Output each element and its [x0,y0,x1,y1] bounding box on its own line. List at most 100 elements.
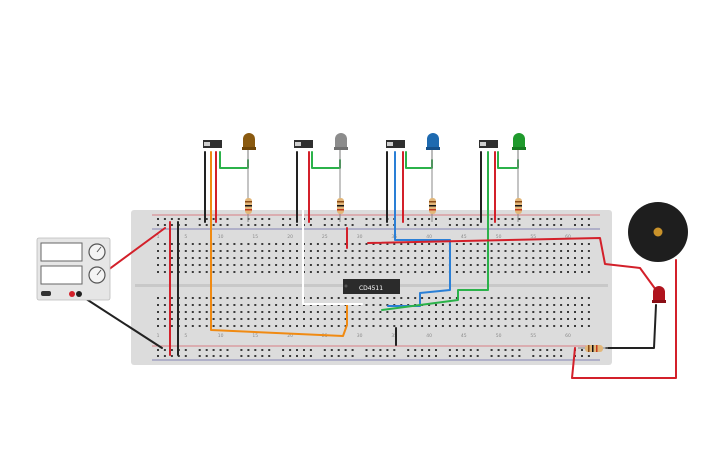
breadboard-hole[interactable] [462,311,465,313]
breadboard-hole[interactable] [574,304,576,306]
breadboard-hole[interactable] [518,218,521,220]
breadboard-hole[interactable] [170,243,173,245]
breadboard-hole[interactable] [337,271,340,273]
breadboard-hole[interactable] [414,250,417,252]
breadboard-hole[interactable] [323,311,326,313]
breadboard-hole[interactable] [421,349,424,351]
breadboard-hole[interactable] [365,257,368,259]
leds[interactable] [242,133,666,303]
breadboard-hole[interactable] [219,243,222,245]
breadboard-hole[interactable] [170,325,173,327]
breadboard-hole[interactable] [163,243,166,245]
breadboard-hole[interactable] [309,243,312,245]
breadboard-hole[interactable] [337,243,340,245]
breadboard-hole[interactable] [546,311,549,313]
breadboard-hole[interactable] [170,304,173,306]
breadboard-hole[interactable] [587,318,590,320]
breadboard-hole[interactable] [497,224,500,226]
breadboard-hole[interactable] [441,264,444,266]
breadboard-hole[interactable] [587,311,590,313]
breadboard-hole[interactable] [372,349,375,351]
breadboard-hole[interactable] [254,311,257,313]
breadboard-hole[interactable] [386,250,389,252]
breadboard-hole[interactable] [163,271,166,273]
breadboard-hole[interactable] [462,355,465,357]
breadboard-hole[interactable] [212,250,215,252]
breadboard-hole[interactable] [539,264,542,266]
breadboard-hole[interactable] [393,250,396,252]
breadboard-hole[interactable] [393,325,396,327]
breadboard-hole[interactable] [546,355,549,357]
breadboard-hole[interactable] [240,325,243,327]
breadboard-hole[interactable] [219,304,222,306]
breadboard-hole[interactable] [469,355,472,357]
breadboard-hole[interactable] [344,318,347,320]
breadboard-hole[interactable] [504,257,507,259]
breadboard-hole[interactable] [240,271,243,273]
breadboard-hole[interactable] [386,311,389,313]
breadboard-hole[interactable] [337,257,340,259]
breadboard-hole[interactable] [289,264,292,266]
breadboard-hole[interactable] [157,264,159,266]
breadboard-hole[interactable] [372,325,375,327]
breadboard-hole[interactable] [511,311,514,313]
breadboard-hole[interactable] [261,271,264,273]
breadboard-hole[interactable] [344,264,347,266]
breadboard-hole[interactable] [469,297,472,299]
breadboard-hole[interactable] [344,243,347,245]
breadboard-hole[interactable] [581,355,583,357]
breadboard-hole[interactable] [407,264,410,266]
breadboard-hole[interactable] [303,318,305,320]
breadboard-hole[interactable] [386,325,389,327]
breadboard-hole[interactable] [574,271,576,273]
breadboard-hole[interactable] [553,271,556,273]
breadboard-hole[interactable] [261,250,264,252]
breadboard-hole[interactable] [407,355,410,357]
breadboard-hole[interactable] [490,264,493,266]
led-blue[interactable] [426,133,440,168]
breadboard-hole[interactable] [372,243,375,245]
breadboard-hole[interactable] [372,297,375,299]
breadboard-hole[interactable] [476,304,479,306]
breadboard-hole[interactable] [483,325,486,327]
breadboard-hole[interactable] [455,218,458,220]
breadboard-hole[interactable] [435,250,437,252]
breadboard-hole[interactable] [435,271,437,273]
breadboard-hole[interactable] [205,297,208,299]
breadboard-hole[interactable] [393,311,396,313]
breadboard-hole[interactable] [163,218,166,220]
breadboard-hole[interactable] [462,224,465,226]
breadboard-hole[interactable] [289,257,292,259]
breadboard-hole[interactable] [539,304,542,306]
breadboard-hole[interactable] [205,250,208,252]
breadboard-hole[interactable] [212,257,215,259]
breadboard-hole[interactable] [344,311,347,313]
breadboard-hole[interactable] [337,318,340,320]
breadboard-hole[interactable] [448,311,451,313]
breadboard-hole[interactable] [337,250,340,252]
breadboard-hole[interactable] [198,218,201,220]
breadboard-hole[interactable] [511,271,514,273]
breadboard-hole[interactable] [330,318,333,320]
breadboard-hole[interactable] [316,311,319,313]
breadboard-hole[interactable] [163,250,166,252]
breadboard-hole[interactable] [275,318,278,320]
negative-terminal[interactable] [76,291,82,297]
breadboard-hole[interactable] [358,257,361,259]
breadboard-hole[interactable] [205,264,208,266]
breadboard-hole[interactable] [400,250,403,252]
breadboard-hole[interactable] [546,257,549,259]
breadboard-hole[interactable] [407,224,410,226]
breadboard-hole[interactable] [532,355,535,357]
breadboard-hole[interactable] [587,218,590,220]
breadboard-hole[interactable] [163,304,166,306]
resistors[interactable] [245,168,608,352]
breadboard-hole[interactable] [400,243,403,245]
breadboard-hole[interactable] [553,297,556,299]
breadboard-hole[interactable] [226,250,229,252]
breadboard-hole[interactable] [539,349,542,351]
breadboard-hole[interactable] [414,224,417,226]
breadboard-hole[interactable] [560,271,563,273]
breadboard-hole[interactable] [386,355,389,357]
